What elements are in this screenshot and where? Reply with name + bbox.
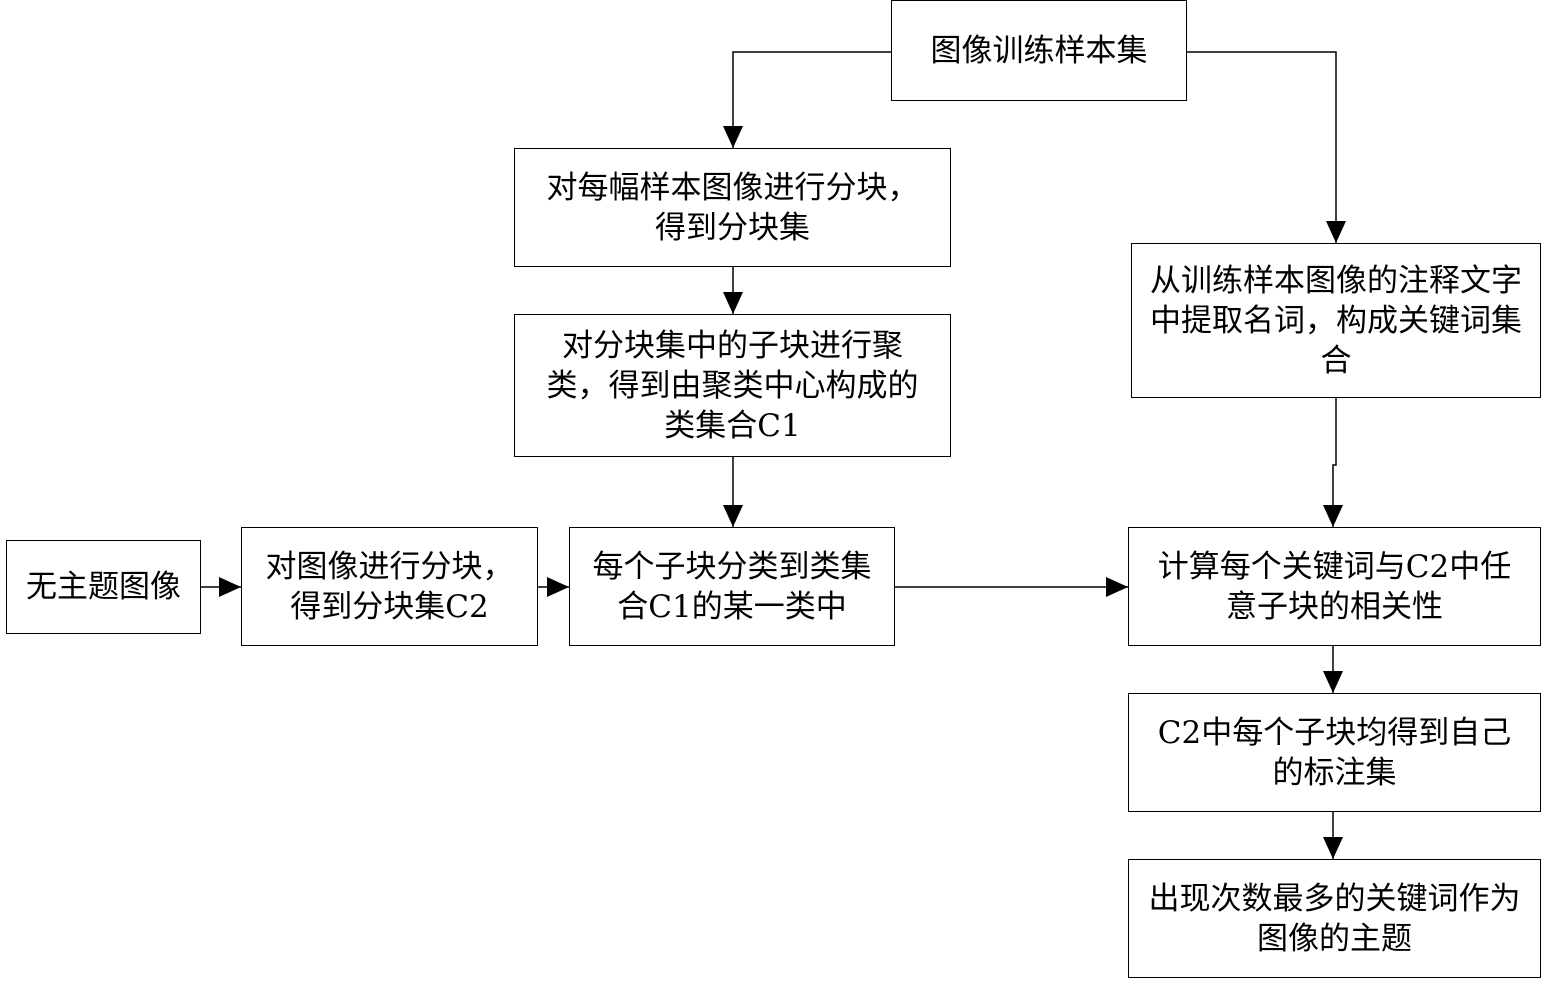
node-label: 从训练样本图像的注释文字中提取名词，构成关键词集合 (1150, 262, 1522, 379)
node-label: C2中每个子块均得到自己的标注集 (1157, 714, 1512, 791)
node-block-samples: 对每幅样本图像进行分块，得到分块集 (514, 148, 951, 267)
node-cluster-blocks: 对分块集中的子块进行聚类，得到由聚类中心构成的类集合C1 (514, 314, 951, 457)
node-label: 出现次数最多的关键词作为图像的主题 (1148, 880, 1521, 957)
node-label: 对图像进行分块，得到分块集C2 (265, 548, 514, 625)
node-label: 图像训练样本集 (930, 32, 1148, 69)
node-label: 对每幅样本图像进行分块，得到分块集 (546, 169, 919, 246)
node-label: 无主题图像 (26, 569, 181, 605)
node-annotation-sets: C2中每个子块均得到自己的标注集 (1128, 693, 1541, 812)
node-compute-relevance: 计算每个关键词与C2中任意子块的相关性 (1128, 527, 1541, 646)
node-topic-result: 出现次数最多的关键词作为图像的主题 (1128, 859, 1541, 978)
node-block-image: 对图像进行分块，得到分块集C2 (241, 527, 538, 646)
arrow-training-to-block (723, 51, 891, 148)
node-untitled-image: 无主题图像 (6, 540, 201, 634)
node-classify-blocks: 每个子块分类到类集合C1的某一类中 (569, 527, 895, 646)
arrow-keywords-to-relevance (1323, 397, 1343, 527)
node-extract-keywords: 从训练样本图像的注释文字中提取名词，构成关键词集合 (1131, 243, 1541, 398)
node-training-set: 图像训练样本集 (891, 0, 1187, 101)
node-label: 对分块集中的子块进行聚类，得到由聚类中心构成的类集合C1 (546, 327, 919, 444)
node-label: 计算每个关键词与C2中任意子块的相关性 (1157, 548, 1512, 625)
node-label: 每个子块分类到类集合C1的某一类中 (592, 548, 872, 625)
arrow-training-to-keywords (1186, 51, 1346, 243)
